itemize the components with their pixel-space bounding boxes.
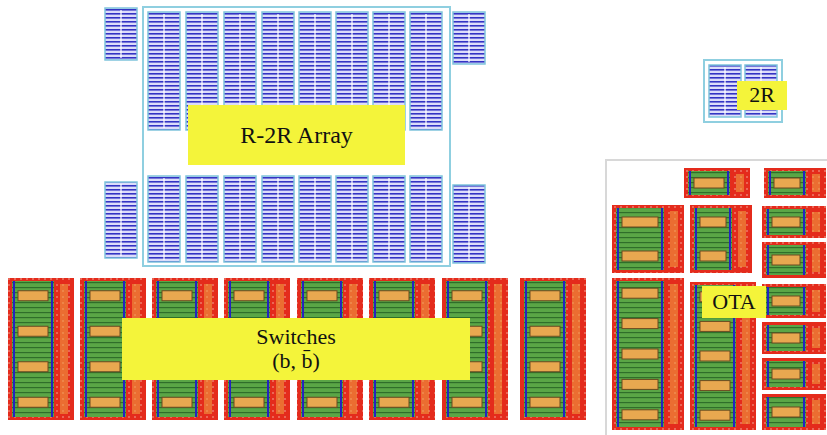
label-box: Switches(b, b̄)	[122, 318, 470, 380]
resistor-column	[453, 185, 485, 263]
array-outline	[143, 7, 450, 266]
transistor-block	[762, 322, 826, 354]
ota-outline	[606, 160, 827, 435]
label-box: OTA	[702, 286, 766, 318]
resistor-column	[105, 8, 137, 60]
transistor-block	[8, 278, 74, 420]
label-box: 2R	[737, 81, 787, 110]
resistor-column	[186, 176, 218, 262]
resistor-column	[105, 182, 137, 258]
block-label: R-2R Array	[240, 122, 353, 148]
transistor-block	[762, 394, 826, 430]
resistor-column	[262, 176, 294, 262]
transistor-block	[762, 242, 826, 278]
transistor-block	[684, 168, 750, 198]
resistor-column	[410, 176, 442, 262]
transistor-block	[762, 358, 826, 390]
resistor-column	[453, 12, 485, 64]
transistor-block	[690, 205, 752, 273]
block-label: Switches	[256, 325, 335, 349]
transistor-block	[520, 278, 586, 420]
resistor-column	[148, 12, 180, 130]
resistor-column	[410, 12, 442, 130]
transistor-block	[612, 205, 684, 273]
resistor-column	[373, 176, 405, 262]
block-label: 2R	[749, 83, 775, 107]
resistor-column	[148, 176, 180, 262]
resistor-column	[299, 176, 331, 262]
resistor-column	[336, 176, 368, 262]
label-box: R-2R Array	[188, 105, 405, 165]
transistor-block	[612, 278, 684, 430]
transistor-block	[764, 168, 826, 198]
resistor-column	[224, 176, 256, 262]
transistor-block	[762, 284, 826, 318]
transistor-block	[690, 282, 756, 430]
block-label: (b, b̄)	[272, 349, 320, 373]
block-label: OTA	[712, 290, 755, 314]
transistor-block	[762, 206, 826, 238]
